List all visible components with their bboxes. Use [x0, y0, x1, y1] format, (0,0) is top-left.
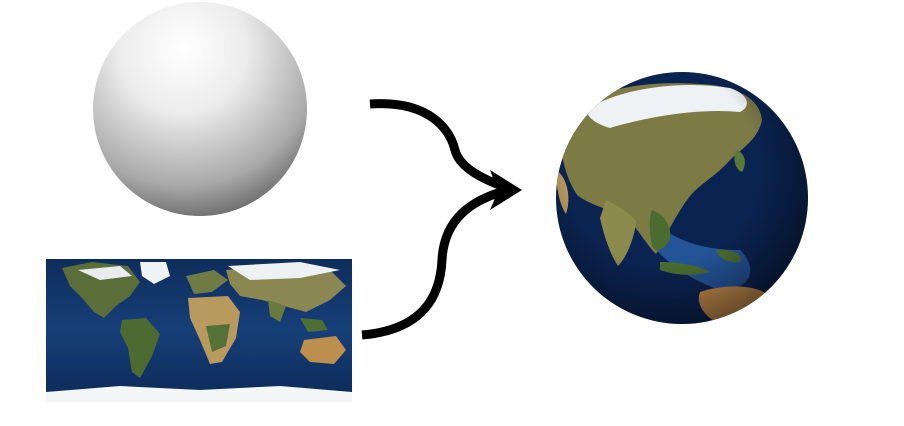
earth-texture-map: [46, 259, 352, 402]
shaded-sphere: [93, 2, 307, 216]
arrow-map-to-globe: [361, 185, 510, 340]
arrowhead: [490, 170, 522, 210]
arrow-sphere-to-globe: [369, 99, 510, 193]
textured-globe: [556, 72, 808, 324]
